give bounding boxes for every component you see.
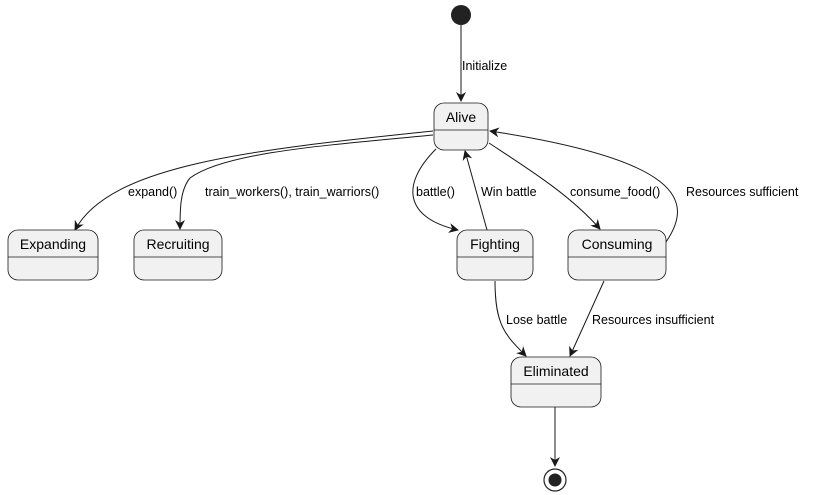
edge-win-battle — [462, 150, 488, 231]
state-fighting: Fighting — [456, 229, 534, 281]
edge-expand — [74, 130, 434, 231]
label-battle: battle() — [416, 185, 455, 199]
label-resources-sufficient: Resources sufficient — [686, 185, 799, 199]
edge-train — [175, 134, 434, 230]
state-recruiting: Recruiting — [133, 229, 223, 281]
initial-state-node — [451, 5, 471, 25]
state-consuming: Consuming — [567, 229, 667, 281]
state-alive: Alive — [433, 102, 489, 151]
state-fighting-title: Fighting — [470, 236, 520, 252]
edge-lose-battle — [494, 280, 527, 357]
label-initialize: Initialize — [462, 59, 507, 73]
state-eliminated-title: Eliminated — [523, 363, 588, 379]
label-expand: expand() — [128, 185, 177, 199]
final-state-node — [543, 468, 567, 492]
label-lose-battle: Lose battle — [506, 313, 567, 327]
state-expanding: Expanding — [7, 229, 99, 281]
state-eliminated: Eliminated — [510, 356, 602, 408]
label-win-battle: Win battle — [481, 185, 537, 199]
label-resources-insufficient: Resources insufficient — [592, 313, 715, 327]
state-alive-title: Alive — [446, 109, 477, 125]
edge-resources-insufficient — [569, 280, 605, 357]
edge-battle — [412, 148, 459, 233]
state-consuming-title: Consuming — [582, 236, 653, 252]
edge-resources-sufficient — [489, 127, 678, 243]
label-train: train_workers(), train_warriors() — [205, 185, 379, 199]
state-recruiting-title: Recruiting — [146, 236, 209, 252]
label-consume-food: consume_food() — [570, 185, 660, 199]
state-expanding-title: Expanding — [20, 236, 86, 252]
edge-consume-food — [488, 142, 601, 230]
